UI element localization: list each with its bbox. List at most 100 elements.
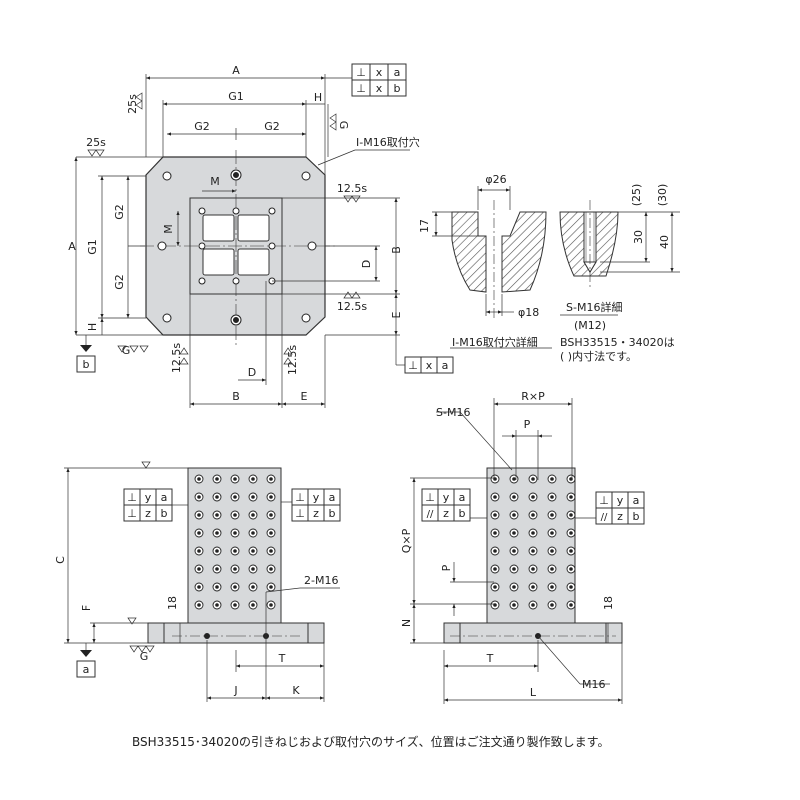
svg-text:⊥: ⊥ [295, 507, 305, 520]
tapped-hole-core [512, 531, 516, 535]
tapped-hole-core [512, 513, 516, 517]
svg-text:⊥: ⊥ [356, 66, 366, 79]
dim-H-top: H [314, 91, 322, 104]
svg-text:(30): (30) [656, 184, 669, 207]
tapped-hole-core [197, 531, 201, 535]
dim-M-side: M [162, 224, 175, 234]
svg-text:b: b [329, 507, 336, 520]
mount-holes [157, 169, 317, 326]
tapped-hole-core [569, 531, 573, 535]
tapped-hole-core [550, 477, 554, 481]
tapped-hole-core [233, 567, 237, 571]
window-bl [202, 248, 235, 276]
svg-text:⊥: ⊥ [127, 491, 137, 504]
front-view-left: a C F G 18 2-M16 T J K ⊥ y a ⊥ z b [54, 461, 341, 702]
svg-text:y: y [145, 491, 152, 504]
tapped-hole-core [569, 513, 573, 517]
svg-text:a: a [442, 359, 449, 372]
svg-text:T: T [486, 652, 494, 665]
tapped-hole-core [493, 549, 497, 553]
dim-G-right: G [337, 121, 350, 130]
svg-text:2-M16: 2-M16 [304, 574, 338, 587]
tapped-hole-core [512, 567, 516, 571]
detail-hole-caption: I-M16取付穴詳細 [452, 335, 538, 349]
tapped-hole-core [531, 585, 535, 589]
tapped-hole-core [269, 495, 273, 499]
svg-text://: // [601, 512, 608, 523]
tapped-hole-core [197, 513, 201, 517]
svg-text:z: z [443, 507, 449, 520]
dim-B-right: B [390, 246, 403, 254]
svg-text:x: x [426, 359, 433, 372]
tolerance-frame-right-a: ⊥ y a // z b [421, 488, 471, 522]
top-view: A G1 G2 G2 H G M M 25s 25s 12.5s 12.5s 1… [68, 63, 454, 408]
svg-text:a: a [329, 491, 336, 504]
svg-text:N: N [400, 619, 413, 627]
detail-thread: (25) (30) 30 40 S-M16詳細 (M12) BSH33515・3… [559, 184, 680, 363]
svg-text:a: a [83, 663, 90, 676]
svg-text:⊥: ⊥ [408, 359, 418, 372]
svg-text:BSH33515・34020は: BSH33515・34020は [560, 336, 675, 349]
tapped-hole-core [493, 495, 497, 499]
tapped-hole-core [233, 477, 237, 481]
tapped-hole-core [512, 549, 516, 553]
tapped-hole-core [215, 567, 219, 571]
tapped-hole-core [215, 477, 219, 481]
svg-text:y: y [617, 494, 624, 507]
finish-marks [87, 92, 361, 365]
svg-text:b: b [394, 82, 401, 95]
tapped-hole-core [233, 549, 237, 553]
tapped-hole-core [251, 549, 255, 553]
tapped-hole-core [233, 603, 237, 607]
tapped-hole-core [512, 603, 516, 607]
svg-text:30: 30 [632, 230, 645, 244]
window-tl [202, 214, 235, 242]
detail-thread-caption: S-M16詳細 [566, 300, 622, 314]
svg-text:z: z [617, 510, 623, 523]
svg-text:J: J [233, 684, 237, 697]
tapped-hole-core [550, 513, 554, 517]
dim-G2-left-up: G2 [113, 204, 126, 220]
dim-D-bottom: D [248, 366, 256, 379]
dim-G2-left: G2 [194, 120, 210, 133]
right-column-body [486, 467, 576, 624]
dim-G2-right: G2 [264, 120, 280, 133]
dim-D-right: D [360, 260, 373, 268]
tapped-hole-core [493, 585, 497, 589]
tapped-hole-core [493, 567, 497, 571]
right-base [443, 622, 623, 644]
tapped-hole-core [251, 585, 255, 589]
dim-G1-left: G1 [86, 239, 99, 255]
tapped-hole-core [550, 549, 554, 553]
tapped-hole-core [269, 585, 273, 589]
dim-E-right: E [390, 311, 403, 318]
tapped-hole-core [550, 567, 554, 571]
window-br [237, 248, 270, 276]
tapped-hole-core [550, 585, 554, 589]
detail-mount-hole: φ26 17 φ18 I-M16取付穴詳細 [418, 173, 552, 349]
tapped-hole-core [233, 531, 237, 535]
tapped-hole-core [550, 495, 554, 499]
tapped-hole-core [197, 585, 201, 589]
svg-text:a: a [394, 66, 401, 79]
front-view-right: S-M16 R×P P Q×P P N 18 T L M16 ⊥ y a // … [400, 390, 645, 704]
tapped-hole-core [269, 513, 273, 517]
tapped-hole-core [251, 567, 255, 571]
svg-text:b: b [459, 507, 466, 520]
tapped-hole-core [550, 603, 554, 607]
tapped-hole-core [269, 477, 273, 481]
svg-text:⊥: ⊥ [599, 494, 609, 507]
tapped-hole-core [197, 495, 201, 499]
tapped-hole-core [531, 477, 535, 481]
svg-text:F: F [80, 605, 93, 611]
tapped-hole-core [531, 603, 535, 607]
dim-M-top: M [210, 175, 220, 188]
dim-25s-left: 25s [86, 136, 106, 149]
tapped-hole-core [215, 585, 219, 589]
svg-text:L: L [530, 686, 537, 699]
tapped-hole-core [531, 549, 535, 553]
tapped-hole-core [197, 549, 201, 553]
tapped-hole-core [493, 603, 497, 607]
tapped-hole-core [569, 495, 573, 499]
